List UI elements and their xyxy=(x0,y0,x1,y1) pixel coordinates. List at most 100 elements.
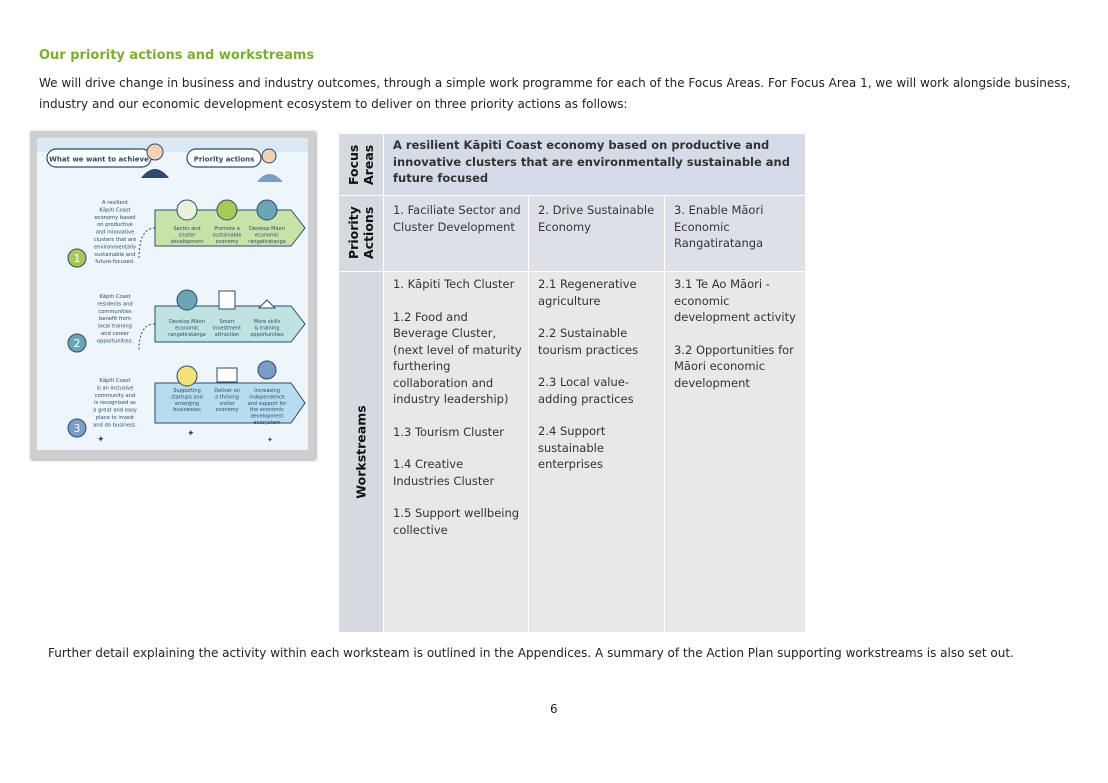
infographic-action-line: economy xyxy=(216,239,239,245)
infographic-action-line: development xyxy=(171,239,204,245)
workstreams-column-2: 2.1 Regenerative agriculture 2.2 Sustain… xyxy=(528,271,665,633)
workstreams-column-3: 3.1 Te Ao Māori - economic development a… xyxy=(664,271,806,633)
infographic-action-line: emerging xyxy=(175,401,199,407)
infographic-action-line: Develop Māori xyxy=(249,226,285,232)
person-illustration-icon xyxy=(141,143,283,182)
workstream-item: 3.2 Opportunities for Māori economic dev… xyxy=(674,342,794,390)
page-number: 6 xyxy=(550,702,558,716)
infographic-achieve-line: on productive xyxy=(97,222,133,228)
infographic-action-line: Supporting xyxy=(173,388,201,394)
focus-area-row: Focus Areas A resilient Kāpiti Coast eco… xyxy=(338,133,806,196)
infographic-achieve-line: and career xyxy=(101,331,130,337)
infographic-achieve-line: is an inclusive xyxy=(97,385,134,391)
workstreams-label: Workstreams xyxy=(338,271,384,633)
infographic-achieve-line: benefit from xyxy=(99,316,131,322)
number-badge xyxy=(67,248,87,268)
infographic-action-line: Sector and xyxy=(173,226,200,232)
row-3-arrow xyxy=(154,382,306,424)
infographic-achieve-line: and do business. xyxy=(93,422,137,428)
infographic-action-line: economic xyxy=(255,232,279,238)
focus-area-text: A resilient Kāpiti Coast economy based o… xyxy=(383,133,806,196)
workstream-item: 2.2 Sustainable tourism practices xyxy=(538,326,639,357)
infographic-achieve-line: and innovative xyxy=(96,230,135,236)
focus-areas-label: Focus Areas xyxy=(338,133,384,196)
infographic-achieve-line: Kāpiti Coast xyxy=(99,207,130,213)
infographic-action-line: Promote a xyxy=(214,226,240,232)
svg-text:✦: ✦ xyxy=(187,429,195,439)
workstream-item: 1.2 Food and Beverage Cluster, (next lev… xyxy=(393,309,522,407)
infographic-achieve-line: Kāpiti Coast xyxy=(99,378,130,384)
workstream-item: 3.1 Te Ao Māori - economic development a… xyxy=(674,277,796,324)
workstream-item: 2.1 Regenerative agriculture xyxy=(538,277,637,308)
number-badge-label: 1 xyxy=(74,252,81,265)
intro-paragraph: We will drive change in business and ind… xyxy=(39,76,1071,111)
infographic-achieve-line: future-focused. xyxy=(95,259,135,265)
infographic-frame: What we want to achieve Priority actions xyxy=(30,131,315,459)
infographic-action-line: businesses xyxy=(173,407,201,413)
infographic-action-line: the economic xyxy=(250,407,284,413)
infographic-illustration: What we want to achieve Priority actions xyxy=(37,138,308,450)
infographic-action-line: development xyxy=(251,414,284,420)
infographic-achieve-line: clusters that are xyxy=(94,237,137,243)
number-badge xyxy=(67,333,87,353)
infographic-action-line: rangatiratanga xyxy=(248,239,285,245)
svg-text:✦: ✦ xyxy=(97,435,105,445)
infographic-achieve-line: Kāpiti Coast xyxy=(99,294,130,300)
workstream-item: 1.5 Support wellbeing collective xyxy=(393,506,520,537)
infographic-action-line: economy xyxy=(216,407,239,413)
infographic-action-line: sustainable xyxy=(213,232,242,238)
infographic-action-line: economic xyxy=(175,325,199,331)
infographic-action-line: visitor xyxy=(219,401,235,407)
infographic-action-line: Increasing xyxy=(254,388,280,394)
infographic-achieve-line: place to invest xyxy=(96,415,134,421)
priority-action-2: 2. Drive Sustainable Economy xyxy=(528,195,665,272)
infographic-achieve-line: opportunities. xyxy=(97,338,133,344)
workstream-item: 2.3 Local value-adding practices xyxy=(538,375,634,406)
infographic-achieve-line: sustainable and xyxy=(94,252,135,258)
workstreams-row: Workstreams 1. Kāpiti Tech Cluster 1.2 F… xyxy=(338,271,806,633)
infographic-achieve-line: A resilient xyxy=(102,200,128,206)
infographic-action-line: investment xyxy=(213,325,241,331)
workstreams-column-1: 1. Kāpiti Tech Cluster 1.2 Food and Beve… xyxy=(383,271,529,633)
infographic-achieve-line: local training xyxy=(98,324,132,330)
infographic-action-line: and support for xyxy=(248,401,288,407)
svg-text:✦: ✦ xyxy=(267,436,273,444)
infographic-achieve-line: residents and xyxy=(97,301,132,307)
section-heading: Our priority actions and workstreams xyxy=(39,48,315,63)
infographic-header-left: What we want to achieve xyxy=(49,156,149,164)
infographic-action-line: & training xyxy=(255,325,280,331)
number-badge xyxy=(67,418,87,438)
priority-action-3: 3. Enable Māori Economic Rangatiratanga xyxy=(664,195,806,272)
infographic-achieve-line: environmentally xyxy=(94,244,136,250)
infographic-action-line: Smart xyxy=(219,319,234,325)
workstream-item: 2.4 Support sustainable enterprises xyxy=(538,424,606,471)
workstream-item: 1.4 Creative Industries Cluster xyxy=(393,457,495,488)
infographic-action-line: ecosystem xyxy=(254,420,281,426)
infographic-achieve-line: economy based xyxy=(94,215,135,221)
infographic: What we want to achieve Priority actions xyxy=(37,138,308,450)
infographic-action-line: Deliver on xyxy=(214,388,240,394)
infographic-action-line: cluster xyxy=(178,232,196,238)
infographic-achieve-line: is recognised as xyxy=(94,400,136,406)
action-icons xyxy=(176,199,278,387)
priority-actions-label: Priority Actions xyxy=(338,195,384,272)
workstream-item: 1. Kāpiti Tech Cluster xyxy=(393,277,515,291)
number-badge-label: 2 xyxy=(74,337,81,350)
priority-actions-row: Priority Actions 1. Faciliate Sector and… xyxy=(338,195,806,272)
priority-action-1: 1. Faciliate Sector and Cluster Developm… xyxy=(383,195,529,272)
footnote: Further detail explaining the activity w… xyxy=(48,646,1014,660)
infographic-achieve-line: community and xyxy=(95,393,136,399)
number-badge-label: 3 xyxy=(74,422,81,435)
infographic-achieve-line: a great and easy xyxy=(93,408,137,414)
infographic-action-line: opportunities xyxy=(250,332,284,338)
infographic-action-line: More skills xyxy=(254,319,281,325)
infographic-action-line: Develop Māori xyxy=(169,319,205,325)
infographic-action-line: a thriving xyxy=(215,394,239,400)
workstream-item: 1.3 Tourism Cluster xyxy=(393,424,504,439)
infographic-header-right: Priority actions xyxy=(194,156,255,164)
priority-actions-table: Focus Areas A resilient Kāpiti Coast eco… xyxy=(338,133,806,633)
infographic-achieve-line: communities xyxy=(98,309,132,315)
infographic-action-line: rangatiratanga xyxy=(168,332,205,338)
infographic-action-line: attraction xyxy=(215,332,239,338)
infographic-action-line: startups and xyxy=(171,394,203,400)
